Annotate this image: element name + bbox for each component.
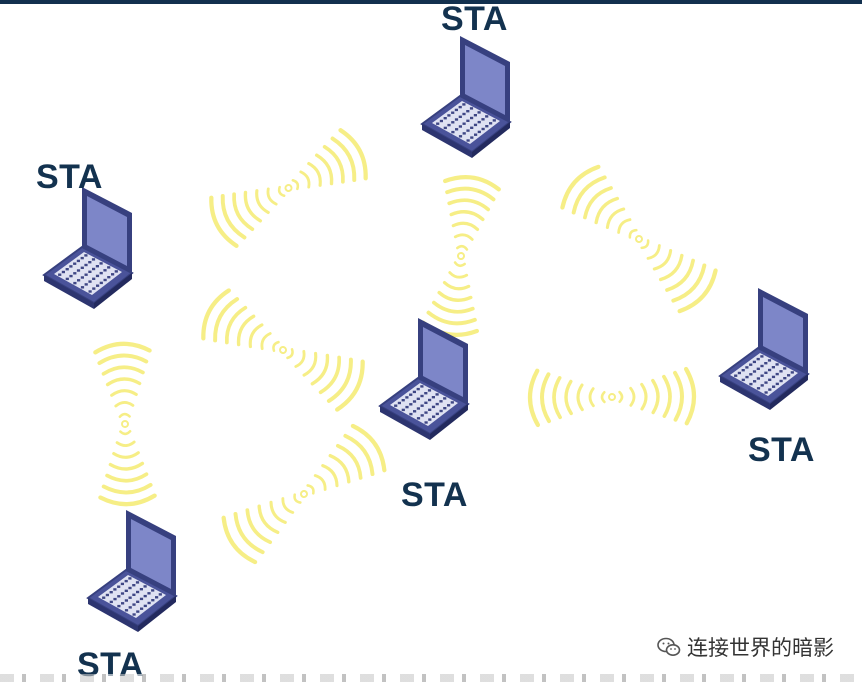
wechat-icon xyxy=(657,637,681,656)
laptop-top xyxy=(420,36,512,158)
signal-link-top-center xyxy=(421,175,501,337)
laptop-center xyxy=(378,318,470,440)
signal-link-left-top xyxy=(209,128,368,248)
signal-link-top-right xyxy=(560,164,718,314)
sta-label-top: STA xyxy=(441,0,508,38)
watermark: 连接世界的暗影 xyxy=(657,632,834,662)
signal-links xyxy=(93,128,718,565)
laptop-left xyxy=(42,187,134,309)
laptop-right xyxy=(718,288,810,410)
laptop-bottom xyxy=(86,510,178,632)
signal-link-left-bottom xyxy=(93,341,157,507)
watermark-text: 连接世界的暗影 xyxy=(687,636,834,660)
sta-label-right: STA xyxy=(748,431,815,469)
bottom-strip xyxy=(0,674,862,682)
signal-link-left-center xyxy=(201,288,365,412)
sta-label-center: STA xyxy=(401,476,468,514)
top-border xyxy=(0,0,862,4)
laptops xyxy=(42,36,810,632)
signal-link-bottom-center xyxy=(221,423,387,565)
signal-link-center-right xyxy=(527,366,697,428)
sta-label-left: STA xyxy=(36,158,103,196)
